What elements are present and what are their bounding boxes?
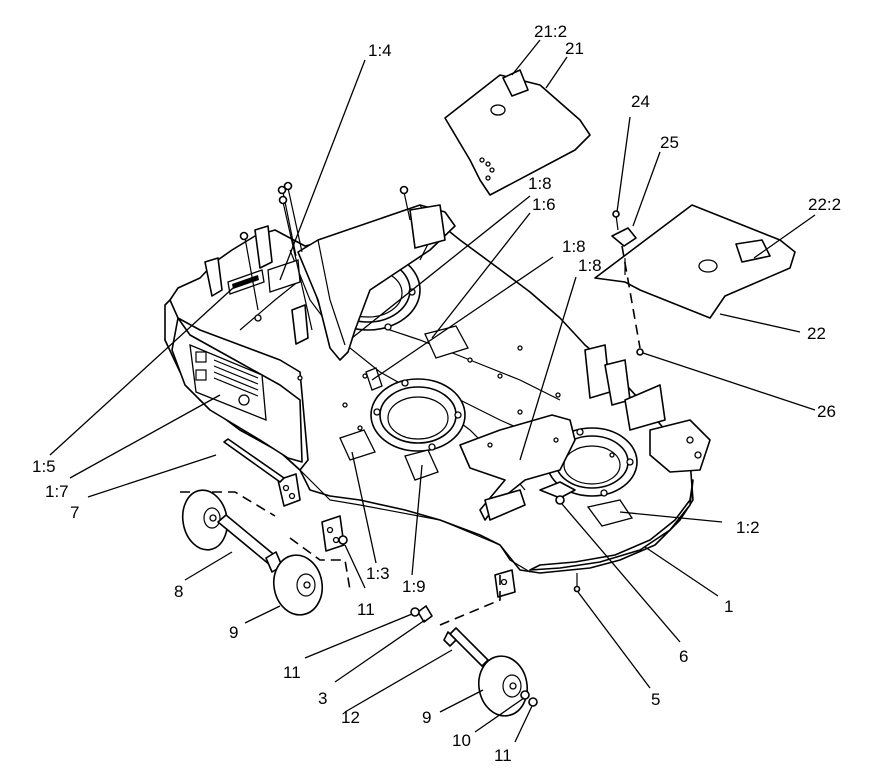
callout-24: 24 — [631, 92, 650, 111]
callout-6: 6 — [679, 647, 688, 666]
callout-22: 22 — [807, 324, 826, 343]
callout-8: 8 — [174, 582, 183, 601]
nut-11 — [528, 697, 538, 707]
callout-1-2: 1:2 — [736, 518, 760, 537]
callout-21: 21 — [565, 39, 584, 58]
gauge-wheel-left-upper — [181, 489, 229, 551]
nut-26 — [636, 348, 644, 356]
axle-bolt-7 — [223, 438, 285, 483]
callout-9-b: 9 — [422, 708, 431, 727]
wheel-axle-12 — [449, 627, 489, 667]
callout-12: 12 — [341, 708, 360, 727]
clip-25 — [611, 227, 637, 247]
callout-26: 26 — [817, 402, 836, 421]
callout-1-8-b: 1:8 — [562, 237, 586, 256]
mower-deck — [164, 204, 711, 598]
callout-1-9: 1:9 — [402, 577, 426, 596]
callout-1-5: 1:5 — [32, 457, 56, 476]
callout-9-a: 9 — [229, 623, 238, 642]
callout-1-7: 1:7 — [45, 482, 69, 501]
washer-10 — [520, 690, 530, 700]
decal-1-2 — [586, 499, 634, 527]
callout-1-4: 1:4 — [368, 41, 392, 60]
belt-cover-21 — [444, 69, 591, 196]
callout-5: 5 — [651, 690, 660, 709]
center-spindle-opening — [370, 378, 466, 452]
callout-1-8-a: 1:8 — [528, 174, 552, 193]
gauge-wheel-rear — [477, 655, 529, 717]
callout-1-3: 1:3 — [366, 564, 390, 583]
callout-21-2: 21:2 — [534, 22, 567, 41]
callout-1-8-c: 1:8 — [578, 256, 602, 275]
callout-11-b: 11 — [283, 663, 301, 682]
callout-10: 10 — [452, 731, 471, 750]
callout-1: 1 — [724, 597, 733, 616]
decal-1-3 — [339, 429, 376, 461]
leader-lines — [49, 39, 816, 743]
callout-1-6: 1:6 — [532, 195, 556, 214]
callout-25: 25 — [660, 133, 679, 152]
callout-labels: 21:2 21 1:4 24 25 22:2 1:8 1:6 1:8 1:8 2… — [32, 22, 841, 765]
callout-11-a: 11 — [357, 600, 375, 619]
gauge-wheel-left-lower — [272, 554, 324, 616]
nut-6 — [555, 495, 565, 505]
belt-cover-22 — [594, 204, 796, 319]
callout-7: 7 — [70, 503, 79, 522]
decal-1-4 — [267, 259, 301, 293]
deck-bolts — [239, 181, 411, 331]
callout-11-c: 11 — [494, 746, 512, 765]
callout-22-2: 22:2 — [808, 195, 841, 214]
callout-3: 3 — [318, 689, 327, 708]
